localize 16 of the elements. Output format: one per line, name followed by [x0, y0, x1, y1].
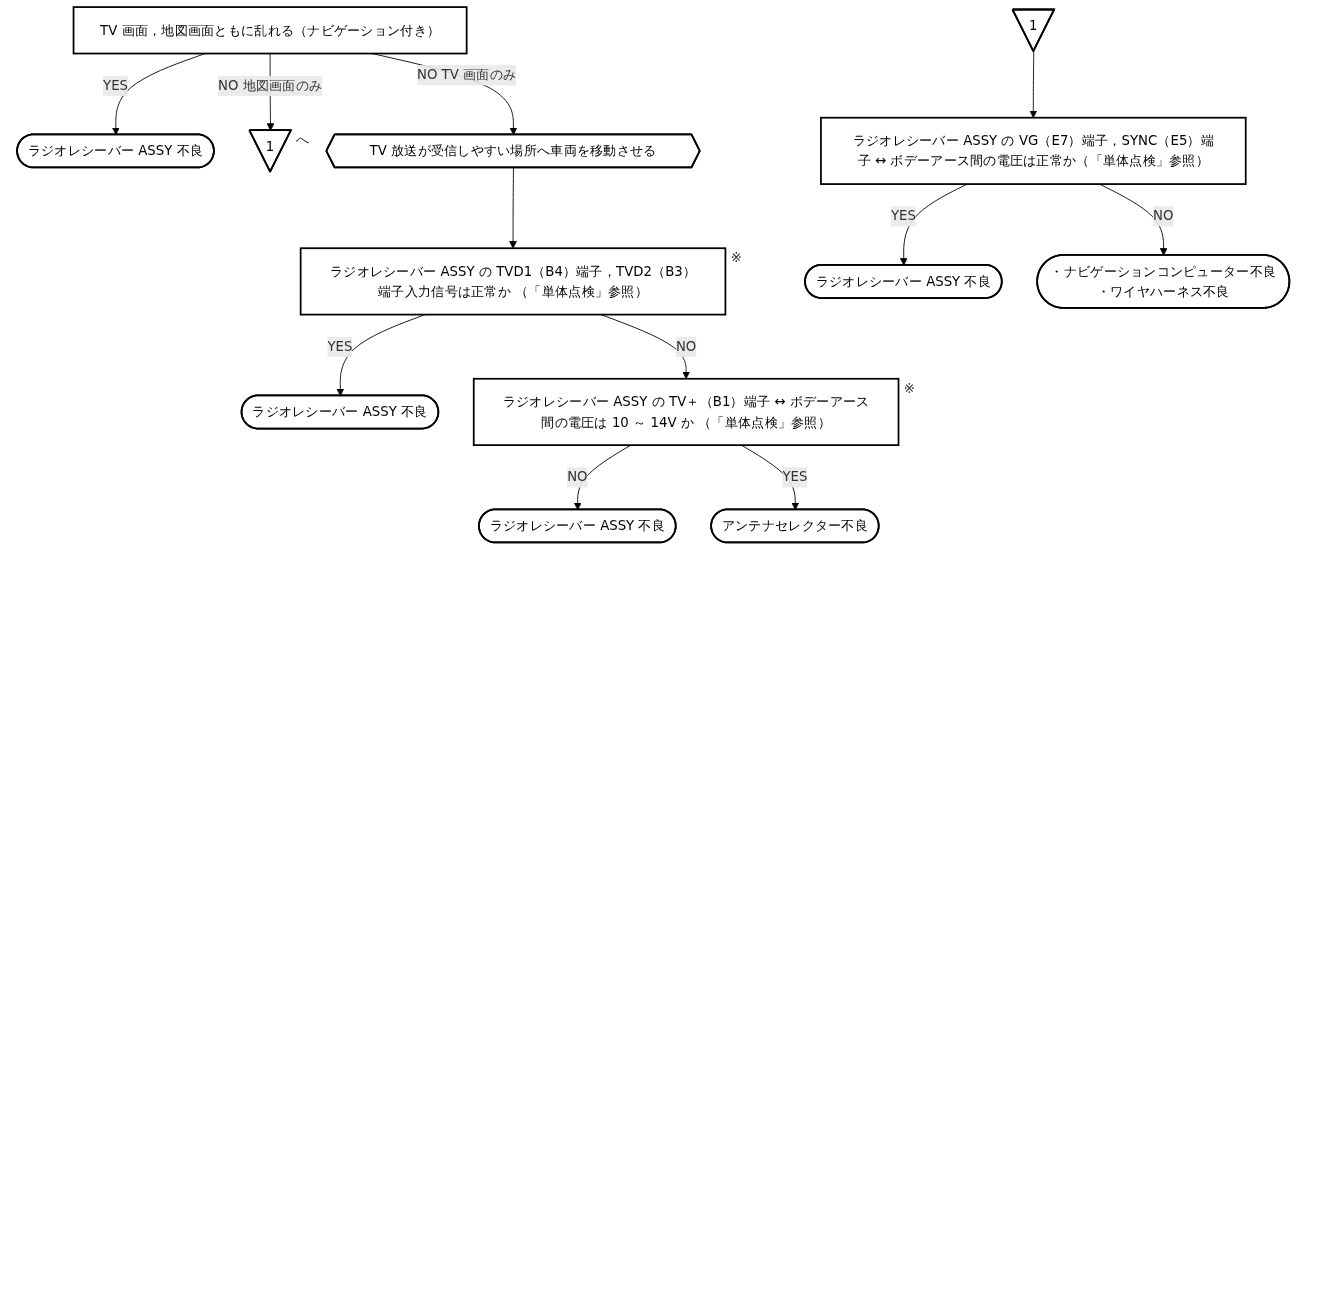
edge-label: YES	[327, 338, 353, 355]
node-box: ラジオレシーバー ASSY の VG（E7）端子，SYNC（E5）端子 ↔ ボデーアース間の電圧は正常か（「単体点検」参照）	[820, 116, 1247, 185]
node-box: ラジオレシーバー ASSY の TV＋（B1）端子 ↔ ボデーアース間の電圧は 10 ～ 14V か （「単体点検」参照）	[472, 377, 900, 447]
edge-label: YES	[782, 469, 808, 485]
side-note: へ	[296, 132, 310, 148]
edge-label: YES	[103, 77, 128, 94]
edge-label: NO TV 画面のみ	[416, 66, 517, 83]
node-box: TV 画面，地図画面ともに乱れる（ナビゲーション付き）	[72, 6, 468, 55]
edge-label: NO 地図画面のみ	[217, 77, 323, 94]
side-note: ※	[903, 380, 915, 396]
edge-label: NO	[675, 338, 697, 355]
side-note: ※	[730, 250, 742, 266]
edge-label: NO	[567, 469, 588, 485]
edge-label: YES	[890, 207, 916, 224]
edge-label: NO	[1153, 207, 1174, 224]
node-box: ラジオレシーバー ASSY の TVD1（B4）端子，TVD2（B3）端子入力信号は正常か （「単体点検」参照）	[299, 247, 727, 316]
